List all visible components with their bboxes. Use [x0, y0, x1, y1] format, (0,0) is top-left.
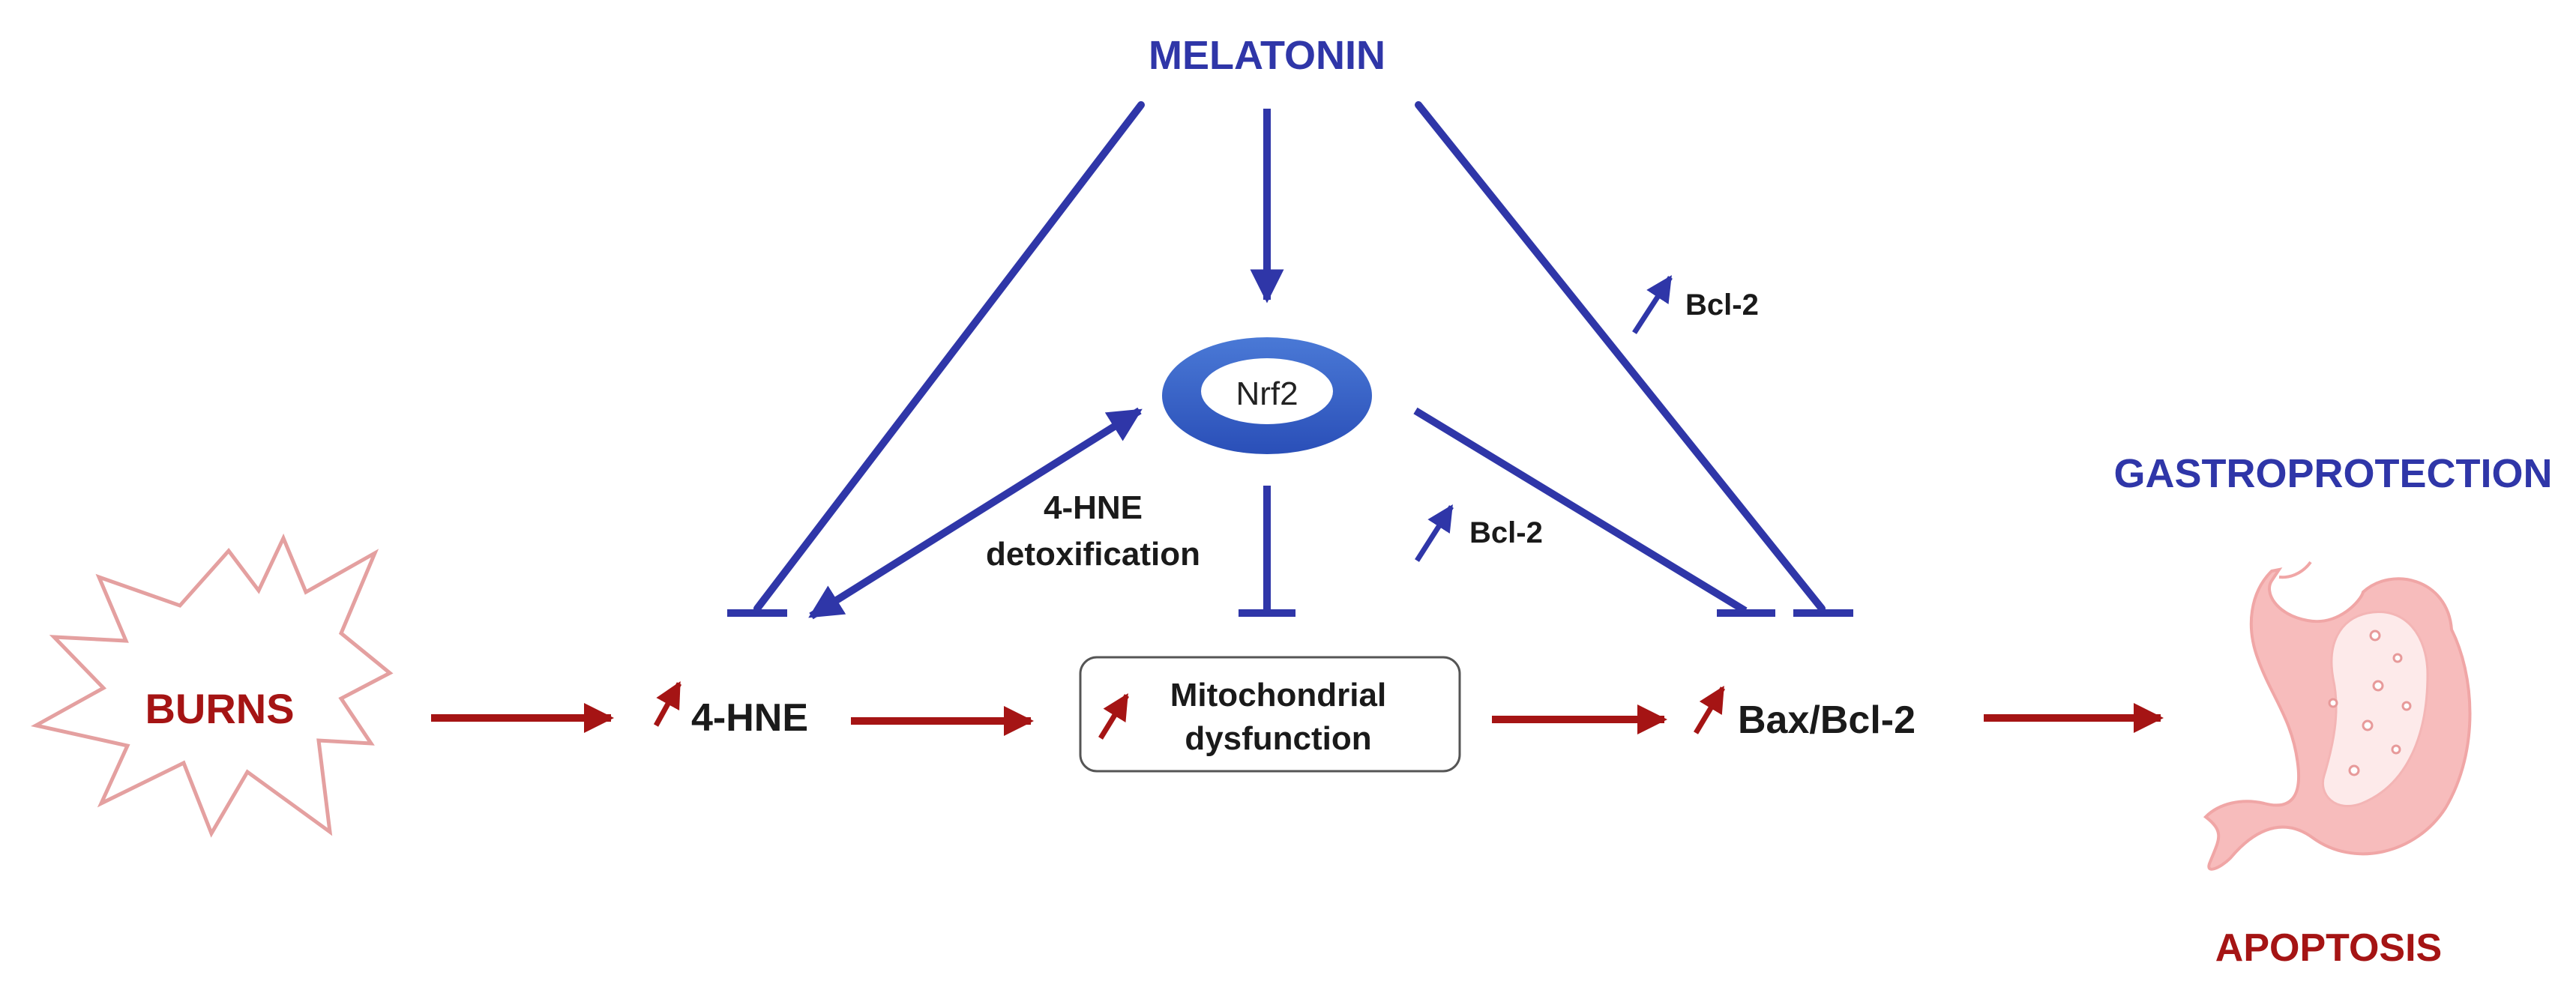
up-arrow-icon — [1098, 693, 1129, 740]
hne-node: 4-HNE — [653, 680, 808, 740]
detox-label-line1: 4-HNE — [1044, 489, 1143, 526]
detox-label-line2: detoxification — [986, 536, 1200, 573]
nrf2-label: Nrf2 — [1236, 375, 1298, 412]
bcl2-upper-label: Bcl-2 — [1685, 289, 1759, 322]
gastroprotection-label: GASTROPROTECTION — [2113, 451, 2552, 496]
up-arrow-icon — [1693, 685, 1726, 734]
mito-node: Mitochondrial dysfunction — [1079, 656, 1461, 773]
up-arrow-icon — [1415, 504, 1454, 562]
detoxification-arrow — [808, 407, 1143, 620]
nrf2-node: Nrf2 — [1162, 337, 1372, 454]
inhibition-melatonin-to-bax — [1415, 101, 1853, 617]
up-arrow-icon — [1632, 275, 1673, 334]
stomach-icon — [2203, 561, 2472, 871]
bcl2-lower-annotation: Bcl-2 — [1415, 504, 1543, 562]
melatonin-label: MELATONIN — [1149, 33, 1385, 78]
inhibition-nrf2-to-bax — [1413, 407, 1775, 617]
apoptosis-label: APOPTOSIS — [2215, 926, 2442, 970]
bcl2-lower-label: Bcl-2 — [1469, 516, 1543, 549]
burns-node: BURNS — [31, 533, 394, 838]
bcl2-upper-annotation: Bcl-2 — [1632, 275, 1759, 334]
hne-label: 4-HNE — [691, 696, 808, 740]
bax-node: Bax/Bcl-2 — [1693, 685, 1916, 742]
inhibition-nrf2-to-mito — [1239, 486, 1295, 617]
starburst-icon — [31, 533, 394, 838]
mito-label-line1: Mitochondrial — [1170, 677, 1386, 713]
up-arrow-icon — [653, 680, 682, 727]
mito-label-line2: dysfunction — [1185, 720, 1371, 757]
burns-label: BURNS — [145, 685, 294, 732]
bax-label: Bax/Bcl-2 — [1738, 698, 1916, 742]
